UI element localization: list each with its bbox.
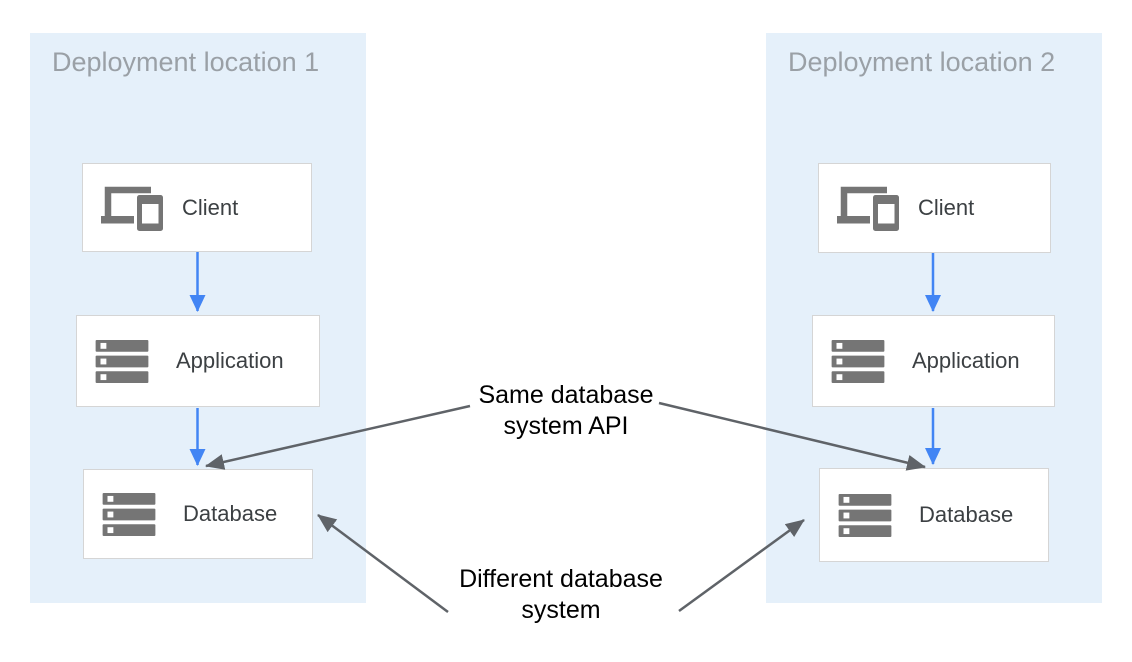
node-client-1: Client: [82, 163, 312, 252]
server-stack-icon: [831, 339, 912, 383]
node-application-2: Application: [812, 315, 1055, 407]
annotation-line: Different database: [459, 565, 663, 593]
node-label: Application: [912, 348, 1020, 373]
annotation-line: Same database: [478, 381, 654, 409]
zone-1-title: Deployment location 1: [52, 47, 320, 77]
node-label: Database: [183, 501, 278, 526]
node-label: Database: [919, 502, 1014, 527]
node-label: Application: [176, 348, 284, 373]
zone-2-title: Deployment location 2: [788, 47, 1056, 77]
node-label: Client: [182, 194, 239, 220]
node-client-2: Client: [818, 163, 1051, 253]
server-stack-icon: [838, 493, 919, 537]
server-stack-icon: [102, 492, 183, 536]
annotation-line: system: [521, 596, 601, 624]
node-database-1: Database: [83, 469, 313, 559]
server-stack-icon: [95, 339, 176, 383]
node-database-2: Database: [819, 468, 1049, 562]
annotation-line: system API: [503, 412, 629, 440]
annotation-same-database-system-api: Same database system API: [426, 380, 706, 442]
client-devices-icon: [101, 185, 182, 231]
client-devices-icon: [837, 185, 918, 231]
annotation-different-database-system: Different database system: [421, 564, 701, 626]
node-application-1: Application: [76, 315, 320, 407]
node-label: Client: [918, 195, 975, 220]
